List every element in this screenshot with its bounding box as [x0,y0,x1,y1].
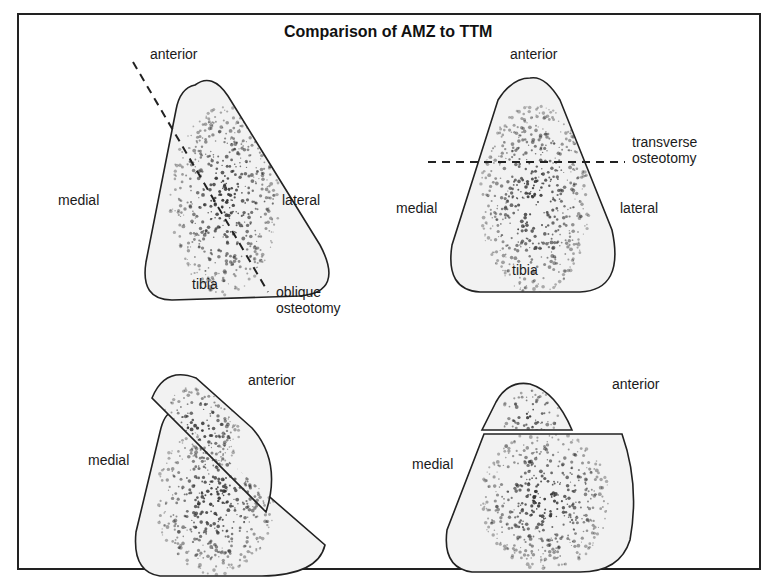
stipple-group [169,106,280,296]
tibia-outlines [136,78,634,576]
part-label: medial [88,452,129,468]
part-label: medial [396,200,437,216]
stipple-group [157,428,275,576]
stipple-group [162,387,240,474]
oblique-cut-line [133,62,268,292]
part-label: anterior [248,372,295,388]
stipple-group [503,389,559,439]
part-label: medial [412,456,453,472]
title: Comparison of AMZ to TTM [284,24,492,40]
part-label: lateral [620,200,658,216]
part-label: tibia [192,276,218,292]
part-label: anterior [612,376,659,392]
part-label: anterior [510,46,557,62]
stipple-group [480,432,609,570]
transverse-cut-line [428,161,625,163]
frame [18,14,760,569]
part-label: lateral [282,192,320,208]
part-label: anterior [150,46,197,62]
part-label: transverse osteotomy [632,134,712,166]
cancellous-stipple [157,105,609,576]
part-label: medial [58,192,99,208]
part-label: oblique osteotomy [276,284,356,316]
stipple-group [479,105,590,295]
part-label: tibia [512,262,538,278]
